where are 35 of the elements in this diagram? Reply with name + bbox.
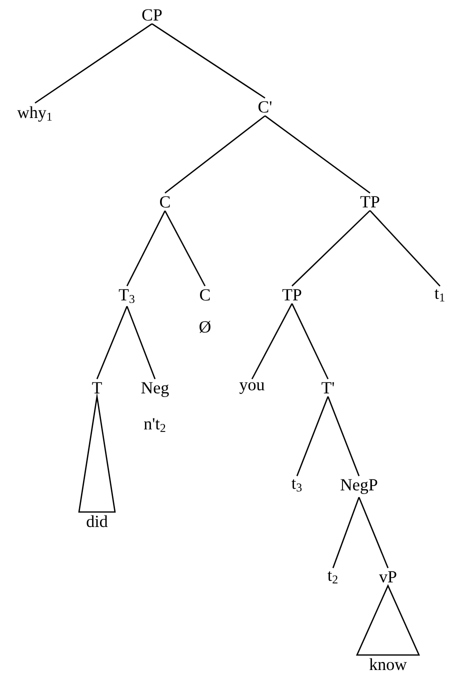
tree-branch [292, 210, 370, 286]
tree-label: why$_{1}$ [17, 106, 52, 122]
tree-branch [358, 496, 389, 568]
tree-branch [332, 496, 360, 568]
tree-label: C' [258, 101, 272, 113]
tree-label: t$_{2}$ [328, 571, 338, 584]
tree-branch [34, 23, 152, 104]
tree-label: T$_{3}$ [118, 289, 134, 304]
tree-label: t$_{1}$ [434, 289, 444, 302]
tree-label: t$_{3}$ [292, 479, 302, 492]
tree-label: you [239, 382, 264, 394]
tree-branch [264, 115, 370, 194]
tree-label: know [369, 658, 407, 670]
tree-label: T' [322, 382, 334, 394]
tree-branch [327, 396, 360, 476]
tree-label: C [160, 196, 170, 208]
tree-label: NegP [340, 479, 378, 494]
tree-branch [291, 303, 329, 380]
tree-branch [126, 306, 156, 380]
tree-branch [126, 210, 166, 286]
tree-branch [164, 210, 206, 286]
tree-label: CP [142, 9, 162, 21]
tree-label: Neg n't$_{2}$ [141, 382, 169, 432]
tree-label: vP [379, 571, 396, 582]
tree-label: did [86, 515, 108, 528]
tree-branch [96, 306, 128, 380]
tree-label: TP [360, 196, 380, 208]
tree-branch [164, 115, 266, 194]
tree-branch [370, 210, 440, 286]
tree-branch [251, 303, 293, 380]
tree-label: T [92, 382, 102, 394]
tree-label: TP [282, 289, 302, 300]
tree-branch [152, 23, 266, 99]
tree-label: C Ø [200, 289, 210, 333]
tree-branch [296, 396, 329, 476]
